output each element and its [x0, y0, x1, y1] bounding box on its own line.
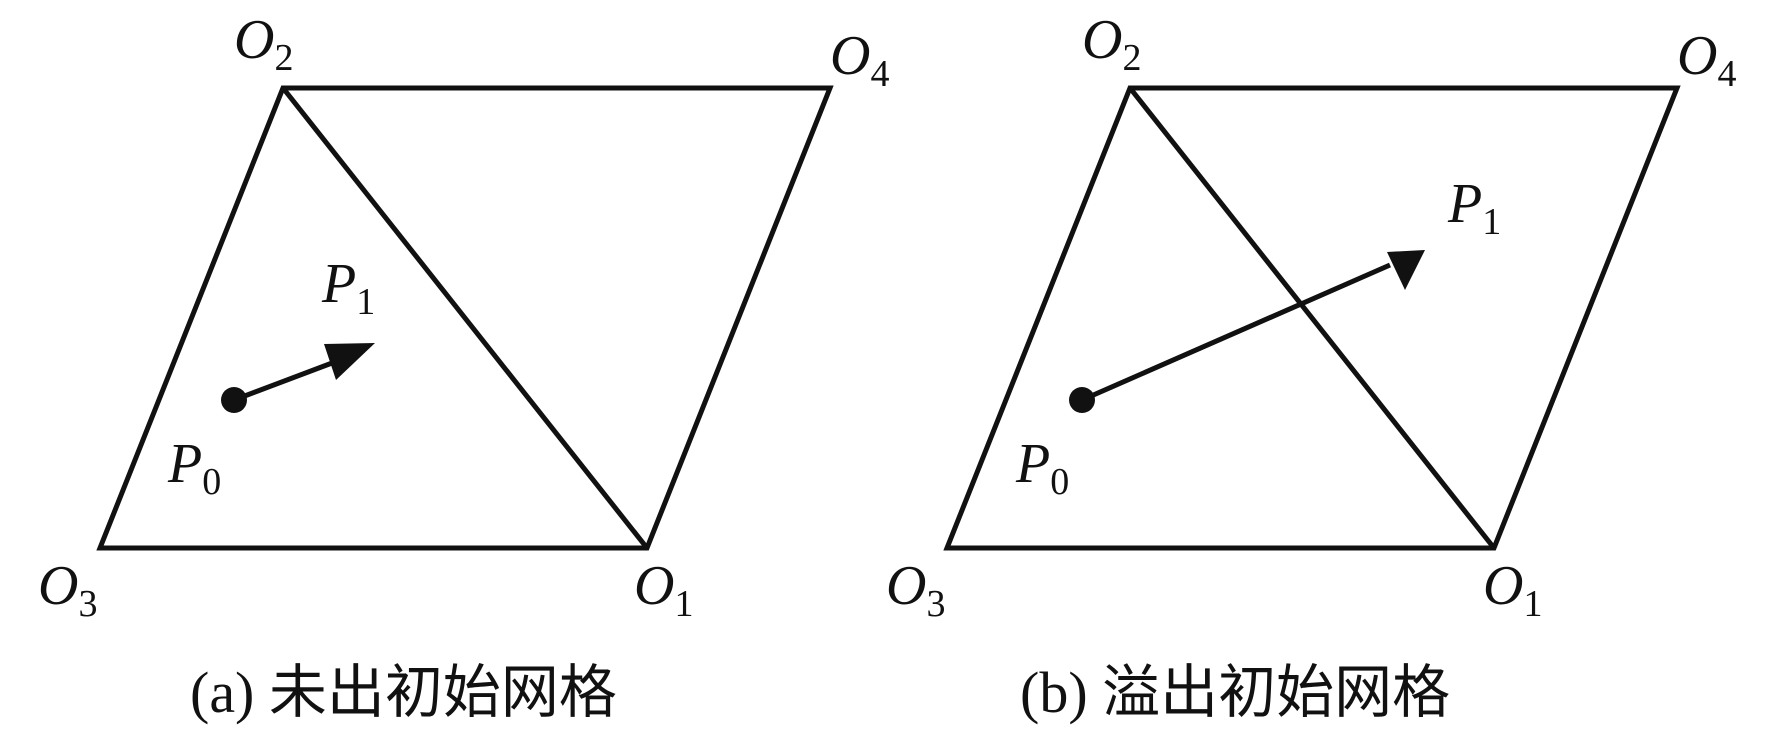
caption-a: (a) 未出初始网格: [190, 660, 617, 725]
point-label-p0: P0: [1015, 433, 1069, 503]
displacement-arrow-head: [324, 343, 375, 380]
point-label-p0: P0: [167, 433, 221, 503]
displacement-arrow-shaft: [233, 357, 341, 403]
vertex-label-o3: O3: [38, 555, 97, 625]
mesh-diagonal: [1128, 86, 1496, 550]
panel-b: O2 O4 O3 O1 P0 P1 (b) 溢出初始网格: [886, 9, 1736, 725]
point-label-p1: P1: [1447, 173, 1501, 243]
vertex-label-o2: O2: [1082, 9, 1141, 79]
vertex-label-o3: O3: [886, 555, 945, 625]
mesh-diagonal: [281, 86, 649, 550]
vertex-label-o1: O1: [1483, 555, 1542, 625]
vertex-label-o2: O2: [234, 9, 293, 79]
vertex-label-o1: O1: [634, 555, 693, 625]
vertex-label-o4: O4: [1677, 25, 1736, 95]
caption-b: (b) 溢出初始网格: [1020, 660, 1450, 725]
displacement-arrow-head: [1387, 250, 1425, 290]
panel-a: O2 O4 O3 O1 P0 P1 (a) 未出初始网格: [38, 9, 889, 725]
displacement-arrow-shaft: [1080, 262, 1392, 403]
point-label-p1: P1: [321, 253, 375, 323]
vertex-label-o4: O4: [830, 25, 889, 95]
